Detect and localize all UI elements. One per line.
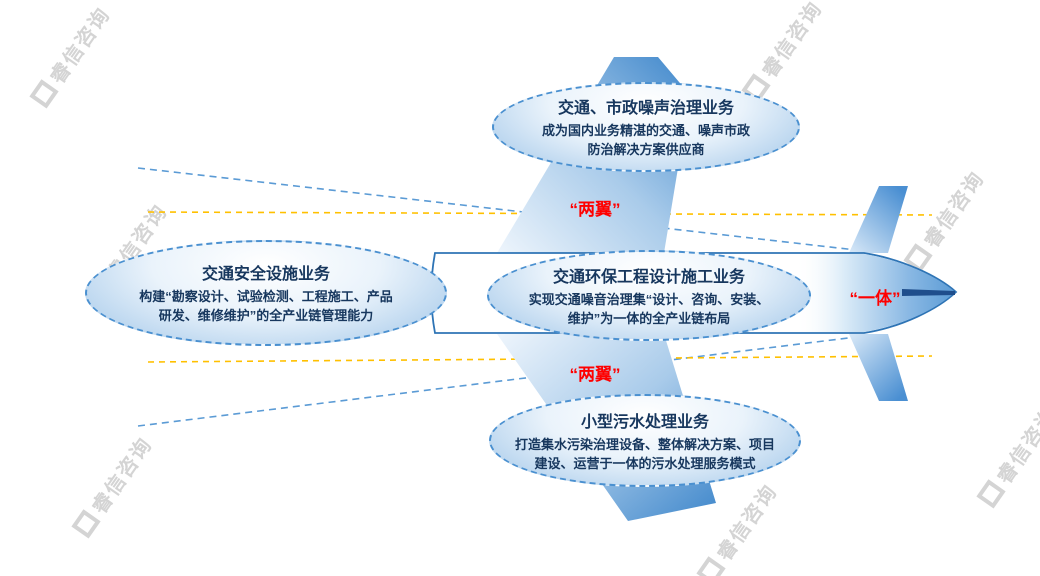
bubble-env-engineering: 交通环保工程设计施工业务 实现交通噪音治理集“设计、咨询、安装、 维护”为一体的… xyxy=(487,250,811,341)
bubble-sewage-treatment: 小型污水处理业务 打造集水污染治理设备、整体解决方案、项目 建设、运营于一体的污… xyxy=(489,394,801,487)
label-one-body: “一体” xyxy=(849,289,901,308)
bubble-title: 交通环保工程设计施工业务 xyxy=(552,268,745,286)
bubble-desc: 实现交通噪音治理集“设计、咨询、安装、 维护”为一体的全产业链布局 xyxy=(528,291,770,326)
guide-line-orange-top xyxy=(147,211,933,216)
bubble-traffic-safety: 交通安全设施业务 构建“勘察设计、试验检测、工程施工、产品 研发、维修维护”的全… xyxy=(85,240,447,346)
bubble-desc: 构建“勘察设计、试验检测、工程施工、产品 研发、维修维护”的全产业链管理能力 xyxy=(139,289,393,323)
guide-line-orange-bottom xyxy=(147,355,933,363)
bubble-desc: 成为国内业务精湛的交通、噪声市政 防治解决方案供应商 xyxy=(541,123,750,157)
nose-cone-shape xyxy=(795,254,955,332)
bubble-title: 交通、市政噪声治理业务 xyxy=(557,100,734,118)
label-two-wings-top: “两翼” xyxy=(569,200,621,219)
bubble-title: 小型污水处理业务 xyxy=(580,413,709,431)
tail-fin-bottom-shape xyxy=(849,334,908,401)
tail-fin-top-shape xyxy=(849,186,908,253)
nose-stripe-shape xyxy=(902,289,955,296)
bubble-title: 交通安全设施业务 xyxy=(201,266,330,284)
guide-line-blue-bottom xyxy=(137,336,857,427)
bubble-noise-treatment: 交通、市政噪声治理业务 成为国内业务精湛的交通、噪声市政 防治解决方案供应商 xyxy=(492,82,800,172)
label-two-wings-bottom: “两翼” xyxy=(569,365,621,384)
guide-line-blue-top xyxy=(137,167,857,251)
bubble-desc: 打造集水污染治理设备、整体解决方案、项目 建设、运营于一体的污水处理服务模式 xyxy=(514,436,775,471)
